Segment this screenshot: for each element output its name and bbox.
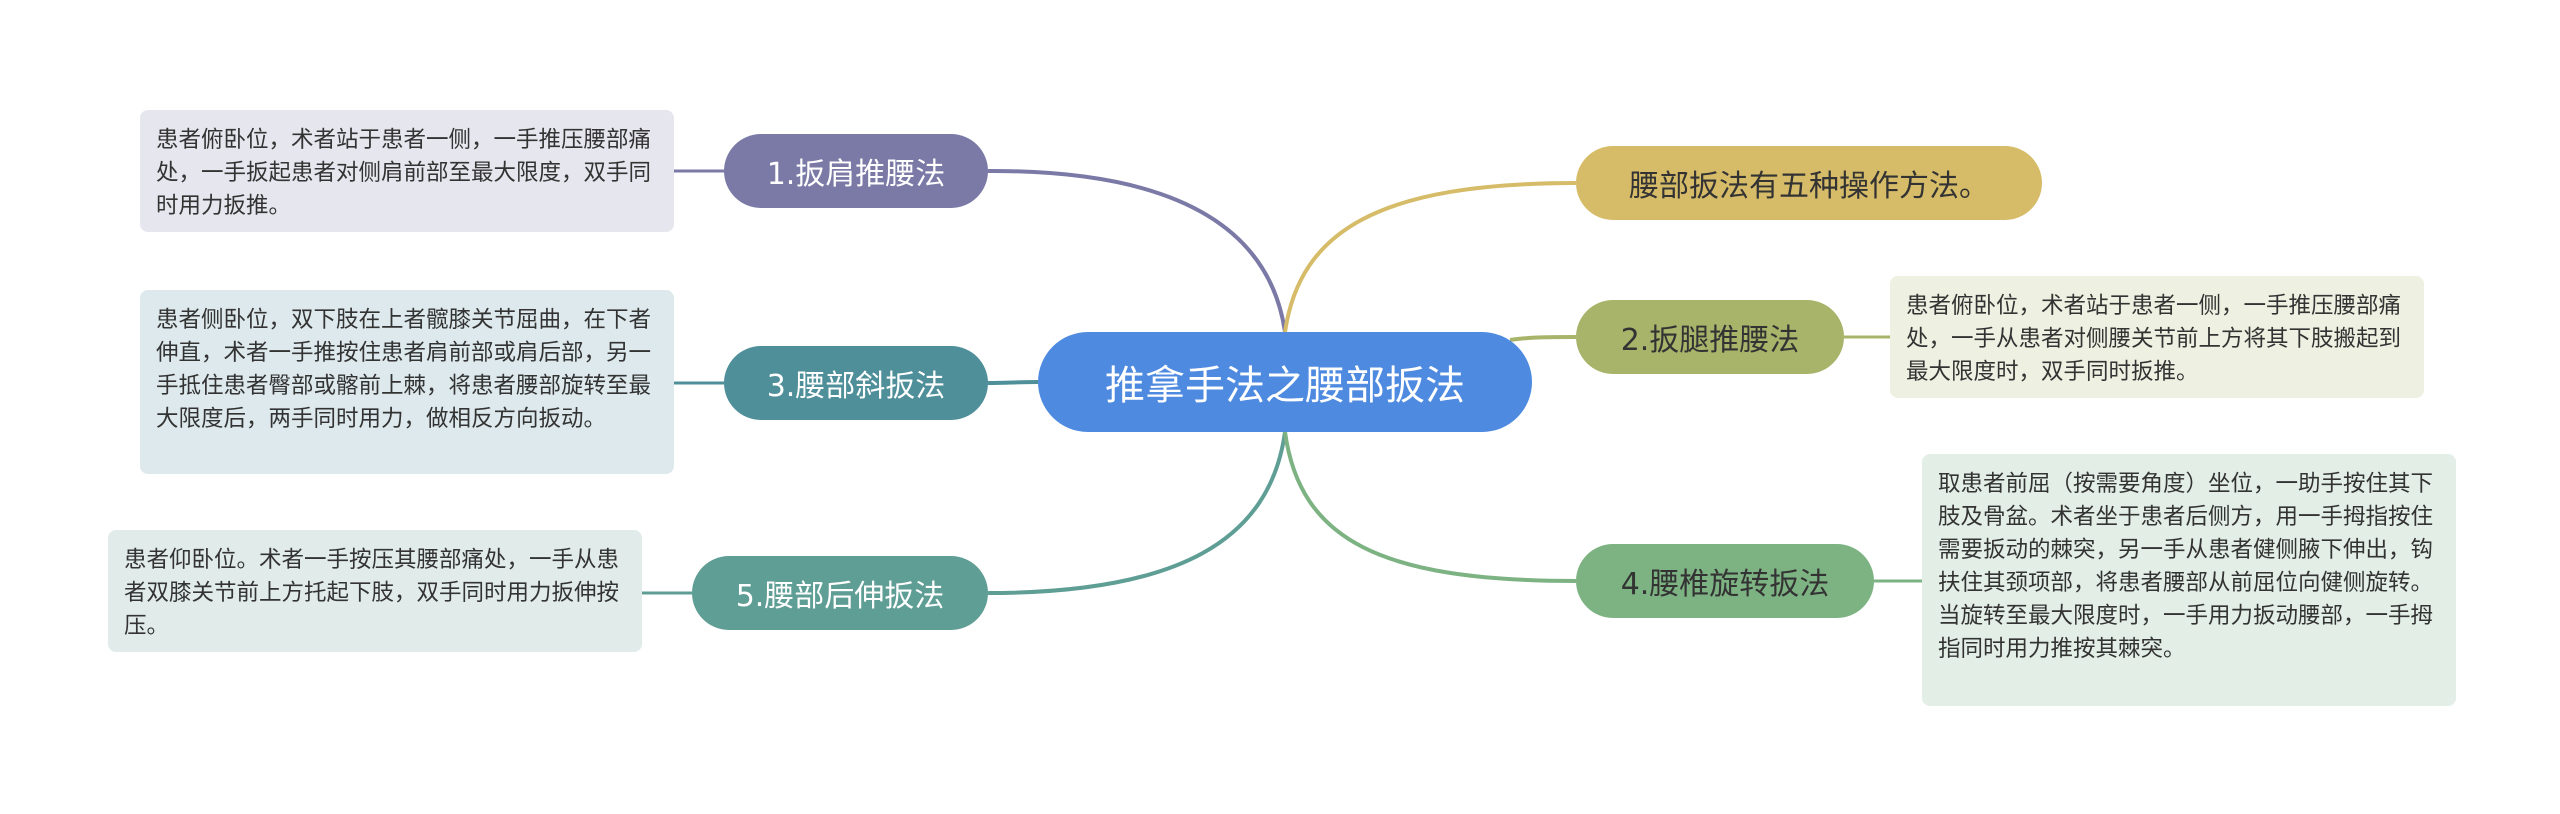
connector-b2 <box>1509 335 1577 342</box>
central-topic[interactable]: 推拿手法之腰部扳法 <box>1038 332 1532 432</box>
branch-shoulder-push-waist[interactable]: 1.扳肩推腰法 <box>724 134 988 208</box>
connector-b5 <box>987 431 1287 595</box>
connector-b1 <box>987 168 1287 333</box>
note-leg-push-waist[interactable]: 患者俯卧位，术者站于患者一侧，一手推压腰部痛处，一手从患者对侧腰关节前上方将其下… <box>1890 276 2424 398</box>
connector-b3 <box>987 380 1039 385</box>
connector-b4 <box>1283 431 1577 583</box>
branch-lumbar-rotation-pull[interactable]: 4.腰椎旋转扳法 <box>1576 544 1874 618</box>
note-lumbar-rotation-pull[interactable]: 取患者前屈（按需要角度）坐位，一助手按住其下肢及骨盆。术者坐于患者后侧方，用一手… <box>1922 454 2456 706</box>
connector-b0 <box>1283 181 1577 333</box>
note-shoulder-push-waist[interactable]: 患者俯卧位，术者站于患者一侧，一手推压腰部痛处，一手扳起患者对侧肩前部至最大限度… <box>140 110 674 232</box>
note-waist-extension-pull[interactable]: 患者仰卧位。术者一手按压其腰部痛处，一手从患者双膝关节前上方托起下肢，双手同时用… <box>108 530 642 652</box>
branch-leg-push-waist[interactable]: 2.扳腿推腰法 <box>1576 300 1844 374</box>
branch-overview[interactable]: 腰部扳法有五种操作方法。 <box>1576 146 2042 220</box>
note-waist-oblique-pull[interactable]: 患者侧卧位，双下肢在上者髋膝关节屈曲，在下者伸直，术者一手推按住患者肩前部或肩后… <box>140 290 674 474</box>
branch-waist-extension-pull[interactable]: 5.腰部后伸扳法 <box>692 556 988 630</box>
branch-waist-oblique-pull[interactable]: 3.腰部斜扳法 <box>724 346 988 420</box>
